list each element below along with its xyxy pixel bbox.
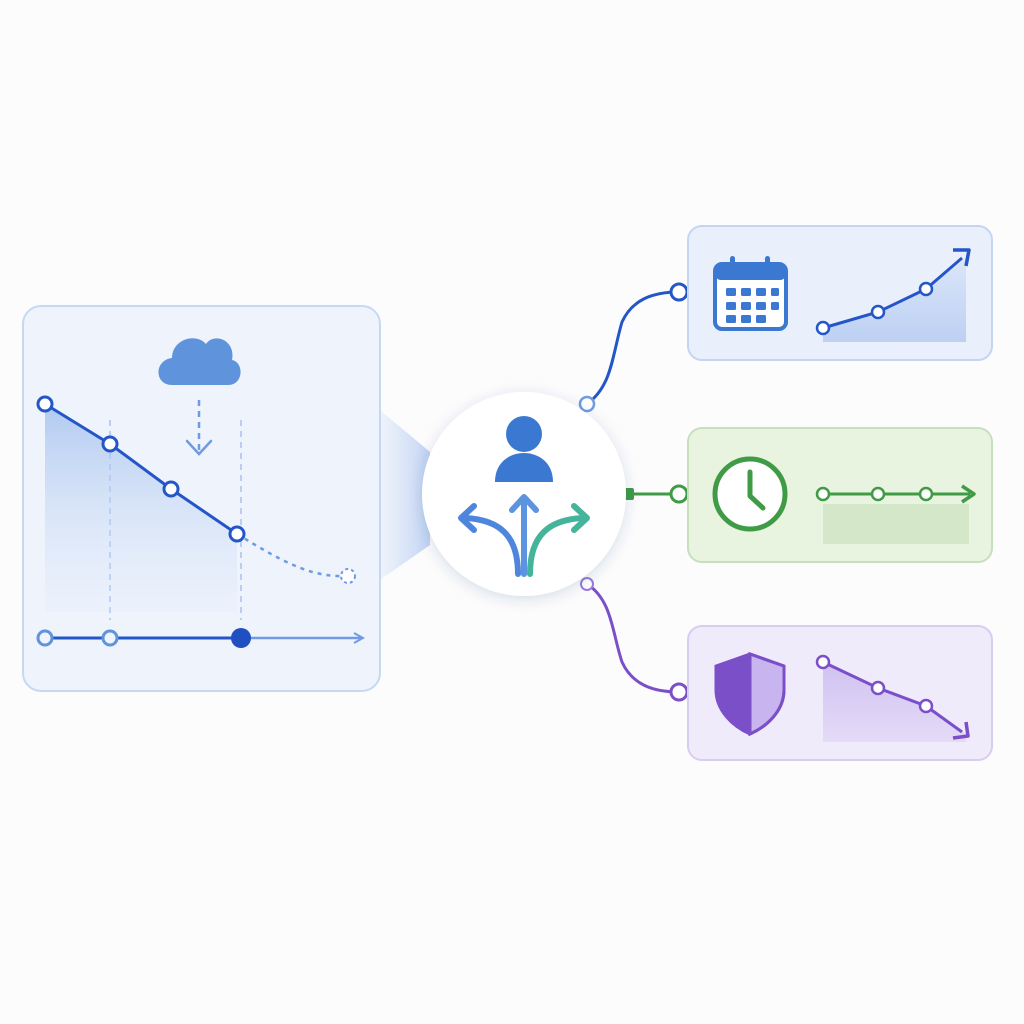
trend-point (162, 480, 180, 498)
up-trend-line (822, 256, 963, 330)
trend-point (228, 525, 246, 543)
timeline-current-point (231, 628, 251, 648)
connector-node (669, 282, 689, 302)
calendar-icon (713, 256, 788, 331)
timeline-point (101, 629, 119, 647)
branch-arrow-up-head (509, 494, 539, 513)
source-projection-line (236, 532, 349, 578)
clock-hands (747, 469, 766, 511)
trend-point (815, 486, 831, 502)
branch-arrow-left (463, 515, 521, 577)
shield-outline (714, 652, 786, 736)
branch-arrow-right-head (571, 503, 590, 533)
connector-blue (586, 290, 680, 406)
trend-point (101, 435, 119, 453)
trend-point (815, 654, 831, 670)
clock-icon (712, 456, 788, 532)
trend-point (918, 486, 934, 502)
up-trend-arrow-head (953, 248, 971, 267)
trend-point (918, 698, 934, 714)
source-panel (22, 305, 430, 692)
calendar-grid (726, 288, 779, 323)
trend-point (870, 486, 886, 502)
projected-point (340, 568, 356, 584)
trend-point (870, 680, 886, 696)
calendar-ring (730, 256, 735, 272)
flat-trend-arrow-head (961, 484, 976, 504)
down-trend-area (823, 662, 966, 742)
branching-arrows-icon (458, 494, 590, 577)
branch-card-scheduled (687, 225, 993, 361)
connector-node (669, 484, 689, 504)
connector-node (578, 395, 596, 413)
user-body (495, 453, 553, 482)
trend-point (918, 281, 934, 297)
cloud-download-icon (158, 338, 241, 456)
calendar-header (715, 264, 786, 280)
user-icon (495, 416, 553, 482)
source-trend-area (45, 404, 237, 612)
down-trend-line (822, 660, 963, 734)
calendar-ring (765, 256, 770, 272)
timeline-point (36, 629, 54, 647)
up-trend-area (823, 258, 966, 342)
shield-icon (714, 651, 786, 737)
branch-arrow-left-head (458, 503, 477, 533)
cloud-icon (158, 338, 241, 385)
branch-arrow-right (527, 515, 585, 577)
download-arrow-head (185, 439, 213, 456)
connector-node (580, 577, 594, 591)
connector-node (669, 682, 689, 702)
user-head (506, 416, 542, 452)
branch-card-steady (687, 427, 993, 563)
flat-trend-area (823, 504, 969, 544)
branch-card-protected (687, 625, 993, 761)
connector-purple (586, 582, 680, 694)
source-trend-line (44, 402, 238, 536)
trend-point (36, 395, 54, 413)
connector-node (624, 488, 634, 500)
decision-hub (422, 392, 626, 596)
trend-point (870, 304, 886, 320)
down-trend-arrow-head (952, 721, 970, 740)
panel-to-hub-beam (380, 410, 430, 580)
trend-point (815, 320, 831, 336)
